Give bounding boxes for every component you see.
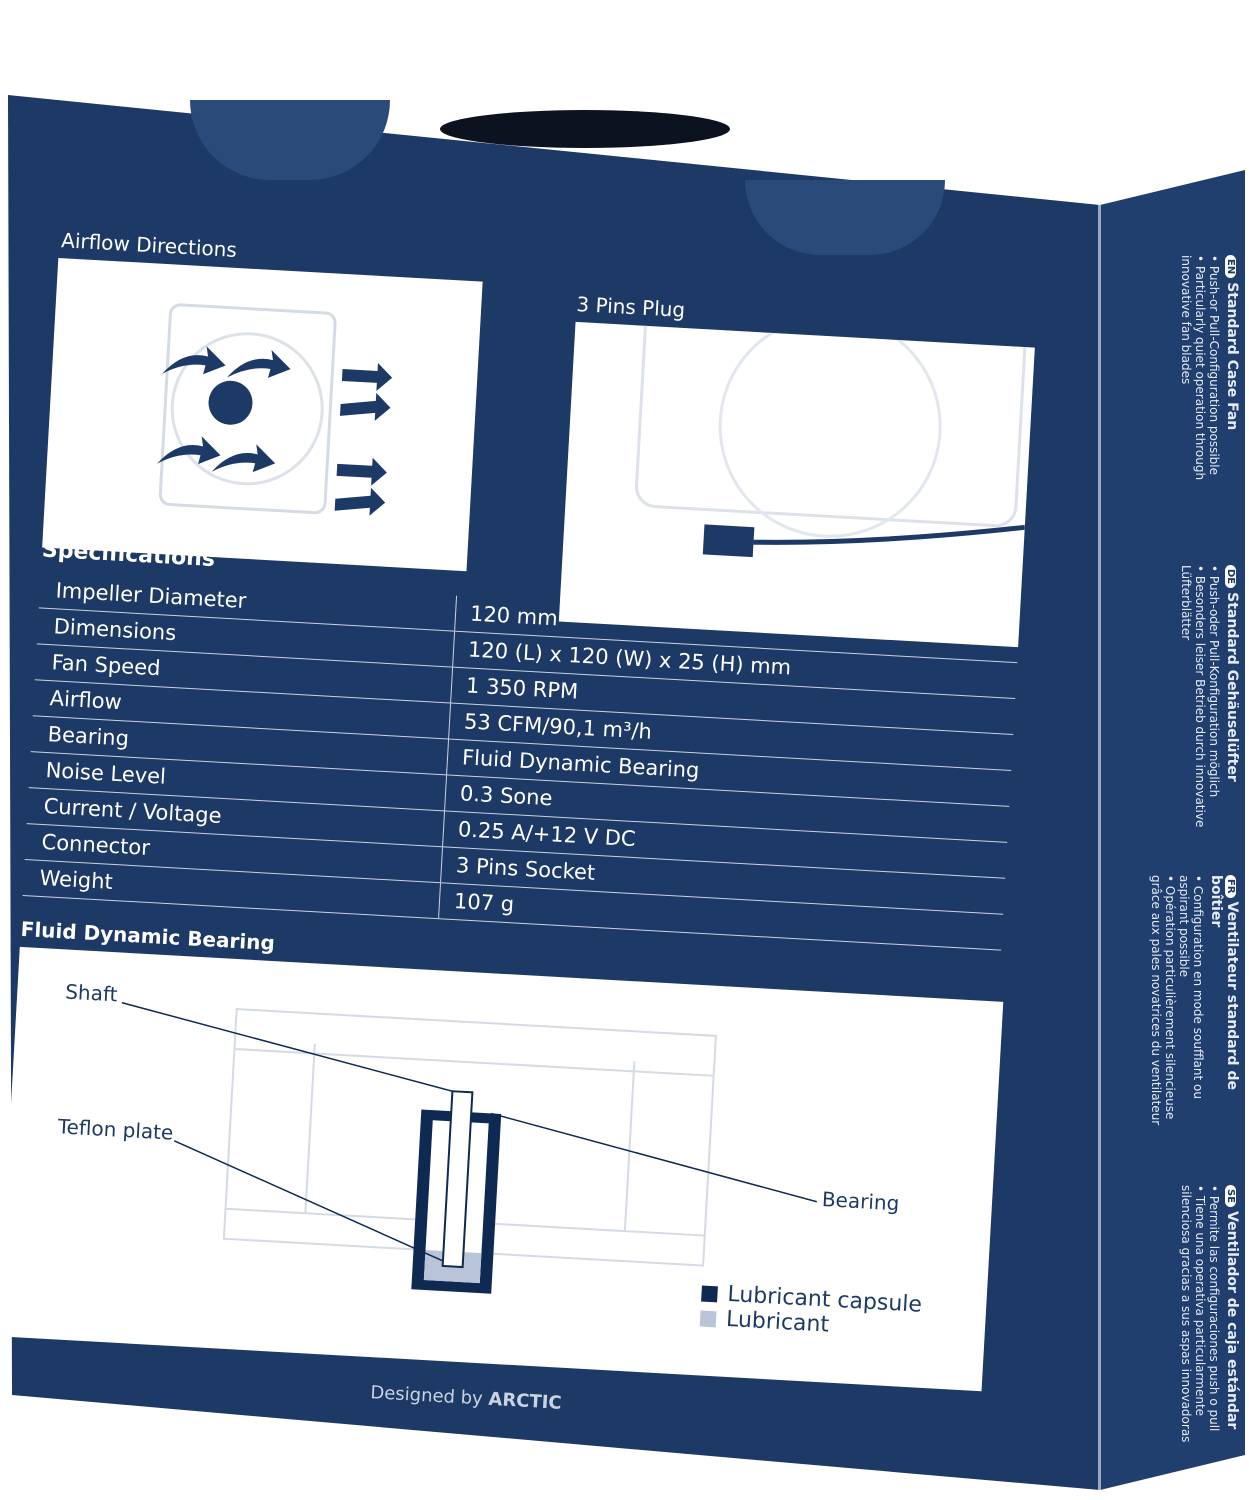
lang-title: Ventilateur standard de boîtier [1208,875,1240,1090]
box-edge [1098,205,1101,1490]
brand-name: ARCTIC [487,1388,563,1414]
fdb-panel: Shaft Teflon plate Bearing Lubricant cap… [0,946,1004,1392]
side-descriptions: ENStandard Case Fan• Push-or Pull-Config… [1149,255,1240,1455]
lang-block: ENStandard Case Fan• Push-or Pull-Config… [1179,255,1240,481]
lang-title: Ventilador de caja estándar [1224,1211,1240,1430]
arrow-icon [156,346,393,516]
bullet: Configuration en mode soufflant ou aspir… [1177,875,1205,1099]
bullet: Push-oder Pull-Konfiguration möglich [1207,575,1221,798]
shaft-label: Shaft [64,979,119,1007]
plug-panel [558,305,1035,648]
bullet: Tiene una operativa particularmente sile… [1179,1185,1207,1443]
lang-title: Standard Case Fan [1224,282,1240,431]
swatch-icon [701,1285,718,1303]
fan-airflow-illustration [156,303,393,516]
bullet: Besonders leiser Betrieb durch innovativ… [1179,565,1207,828]
bearing-label: Bearing [821,1187,900,1216]
lang-badge: SE [1225,1185,1236,1208]
bullet: Opération particulièrement silencieuse g… [1149,875,1177,1126]
lang-block: SEVentilador de caja estándar• Permite l… [1179,1185,1240,1443]
lang-title: Standard Gehäuselüfter [1224,592,1240,782]
bullet: Particularly quiet operation through inn… [1179,255,1207,481]
bullet: Permite las configuraciones push o pull [1207,1195,1221,1432]
airflow-panel [42,257,483,572]
fan-connector-illustration [634,305,1027,558]
lang-block: FRVentilateur standard de boîtier• Confi… [1149,875,1240,1126]
hang-hole [440,110,730,148]
swatch-icon [699,1310,717,1328]
spec-value: 1 350 RPM [465,673,579,704]
bearing-diagram [121,1001,818,1294]
lang-badge: FR [1225,875,1236,898]
lang-badge: DE [1225,565,1236,589]
spec-value: 0.3 Sone [459,781,554,811]
bullet: Push-or Pull-Configuration possible [1207,265,1221,475]
front-content: Airflow Directions 3 Pins Plug [0,228,1048,1414]
lang-badge: EN [1225,255,1236,279]
spec-value: 107 g [453,889,515,917]
spec-value: 120 mm [469,601,559,631]
lang-block: DEStandard Gehäuselüfter• Push-oder Pull… [1179,565,1240,828]
